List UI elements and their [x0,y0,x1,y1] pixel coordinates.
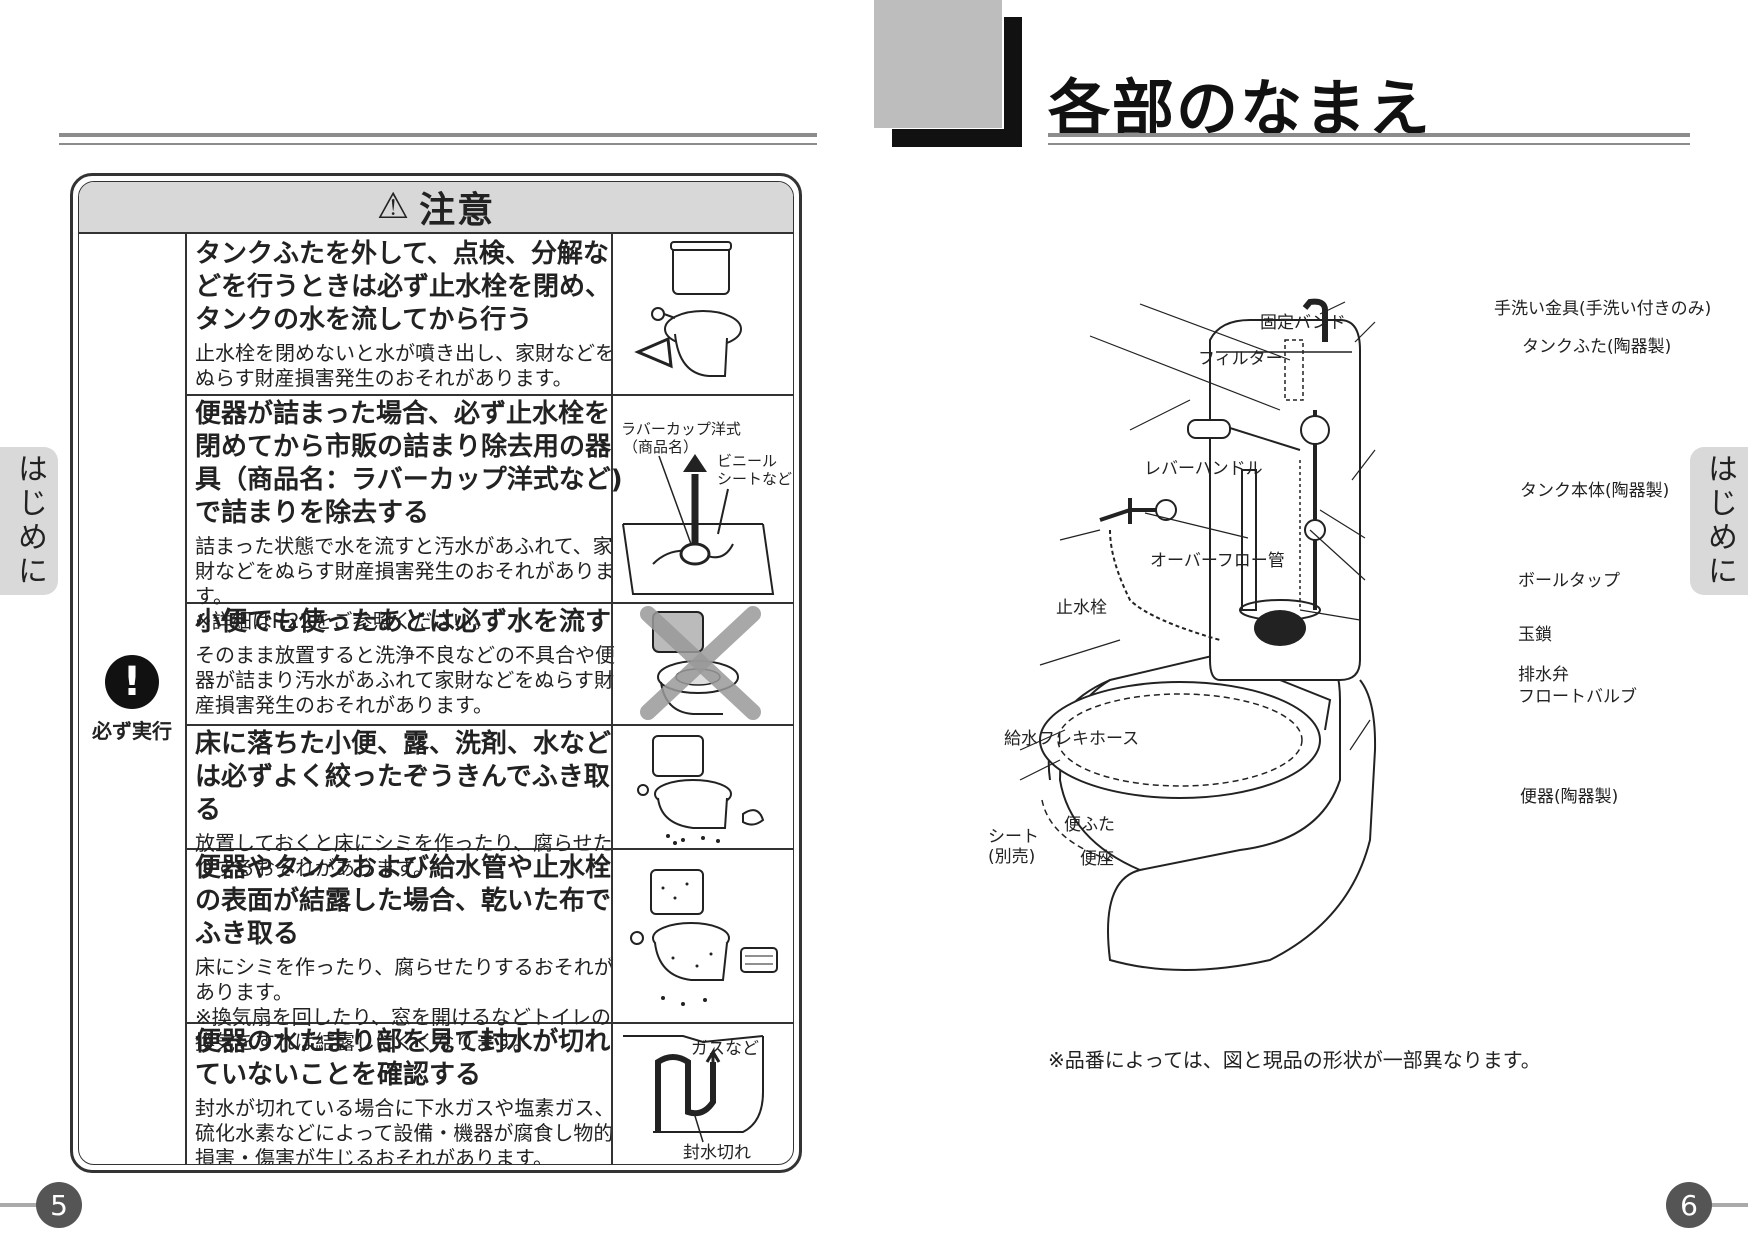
footnote: ※品番によっては、図と現品の形状が一部異なります。 [1048,1048,1541,1072]
title-decoration [874,0,1002,128]
row-heading: 便器の水たまり部を見て封水が切れていないことを確認する [195,1027,611,1090]
condensation-illustration [611,848,793,1022]
row-description: 止水栓を閉めないと水が噴き出し、家財などをぬらす財産損害発生のおそれがあります。 [195,341,615,390]
caution-category: ! 必ず実行 [79,234,187,1164]
caution-box: ⚠ 注意 ! 必ず実行 タンクふたを外して、点検、分解などを行うときは必ず止水栓… [70,173,802,1173]
row-description: 放置しておくと床にシミを作ったり、腐らせたりするおそれがあります。 [195,831,613,880]
plunger-label: ラバーカップ洋式 [621,420,741,438]
row-heading: 便器やタンクおよび給水管や止水栓の表面が結露した場合、乾いた布でふき取る [195,853,612,949]
wipe-floor-illustration [611,724,793,848]
toilet-tank-illustration [611,234,793,394]
label-tank-lid: タンクふた(陶器製) [1522,337,1672,357]
label-ball-tap: ボールタップ [1518,571,1620,591]
header-rule [1048,143,1690,145]
section-tab-right: はじめに [1690,447,1748,595]
label-overflow: オーバーフロー管 [1150,551,1285,571]
section-tab-left: はじめに [0,447,58,595]
header-rule [59,143,817,145]
trap-seal-illustration: ガスなど 封水切れ [611,1022,793,1164]
label-seat-lid: 便ふた [1064,815,1115,835]
label-hand-wash: 手洗い金具(手洗い付きのみ) [1494,299,1712,319]
row-note: ※詳細はP.22をご参照ください。 [195,609,493,633]
page-title: 各部のなまえ [1048,72,1433,145]
page-number-line [0,1203,40,1207]
label-seat-sold-separately: (別売) [988,847,1036,867]
caution-title: 注意 [419,190,496,231]
page-number-line [1712,1203,1748,1207]
category-label: 必ず実行 [92,718,172,743]
row-description: 詰まった状態で水を流すと汚水があふれて、家財などをぬらす財産損害発生のおそれがあ… [195,534,615,608]
row-description: 封水が切れている場合に下水ガスや塩素ガス、硫化水素などによって設備・機器が腐食し… [195,1096,615,1165]
page-number: 6 [1666,1182,1712,1228]
caution-row: 床に落ちた小便、露、洗剤、水などは必ずよく絞ったぞうきんでふき取る 放置しておく… [187,724,793,880]
plunger-illustration: ラバーカップ洋式 （商品名） ビニール シートなど [611,394,793,602]
gas-label: ガスなど [691,1039,759,1059]
sheet-label: シートなど [717,470,792,488]
label-seat: シート [988,827,1039,847]
caution-row: 小便でも使ったあとは必ず水を流す そのまま放置すると洗浄不良などの不具合や便器が… [187,602,793,726]
row-heading: 床に落ちた小便、露、洗剤、水などは必ずよく絞ったぞうきんでふき取る [195,729,612,825]
row-heading: タンクふたを外して、点検、分解などを行うときは必ず止水栓を閉め、タンクの水を流し… [195,239,612,335]
vinyl-label: ビニール [717,452,777,470]
warning-triangle-icon: ⚠ [376,186,410,227]
caution-row: 便器が詰まった場合、必ず止水栓を閉めてから市販の詰まり除去用の器具（商品名：ラバ… [187,394,793,633]
label-seat-ring: 便座 [1080,849,1114,869]
row-note: ※換気扇を回したり、窓を開けるなどトイレの換気をすれば結露しにくくなります。 [195,1005,611,1054]
caution-row: 便器やタンクおよび給水管や止水栓の表面が結露した場合、乾いた布でふき取る 床にシ… [187,848,793,1054]
toilet-parts-diagram [1019,298,1377,971]
header-rule [59,133,817,137]
label-tank-body: タンク本体(陶器製) [1520,481,1670,501]
label-stop-valve: 止水栓 [1056,598,1107,618]
title-decoration [892,17,1022,147]
row-heading: 小便でも使ったあとは必ず水を流す [195,607,612,637]
label-fixing-band: 固定バンド [1260,313,1346,333]
label-filter: フィルター [1198,349,1283,369]
label-hose: 給水フレキホース [1004,729,1140,749]
seal-label: 封水切れ [683,1143,751,1163]
exclamation-circle-icon: ! [105,654,159,709]
label-chain: 玉鎖 [1518,625,1552,645]
label-float-valve: フロートバルブ [1518,687,1637,707]
caution-row: 便器の水たまり部を見て封水が切れていないことを確認する 封水が切れている場合に下… [187,1022,793,1165]
row-description: 床にシミを作ったり、腐らせたりするおそれがあります。 [195,955,614,1004]
row-heading: 便器が詰まった場合、必ず止水栓を閉めてから市販の詰まり除去用の器具（商品名：ラバ… [195,399,623,528]
page-number: 5 [36,1182,82,1228]
product-name-label: （商品名） [623,438,698,456]
label-bowl: 便器(陶器製) [1520,787,1619,807]
section-tab-label: はじめに [12,453,47,589]
label-drain-valve: 排水弁 [1518,665,1569,685]
label-lever-handle: レバーハンドル [1144,459,1263,479]
section-tab-label: はじめに [1702,453,1737,589]
caution-row: タンクふたを外して、点検、分解などを行うときは必ず止水栓を閉め、タンクの水を流し… [187,234,793,396]
header-rule [1048,133,1690,137]
row-description: そのまま放置すると洗浄不良などの不具合や便器が詰まり汚水があふれて家財などをぬら… [195,643,615,717]
caution-header: ⚠ 注意 [79,182,793,234]
do-not-leave-illustration [611,602,793,724]
